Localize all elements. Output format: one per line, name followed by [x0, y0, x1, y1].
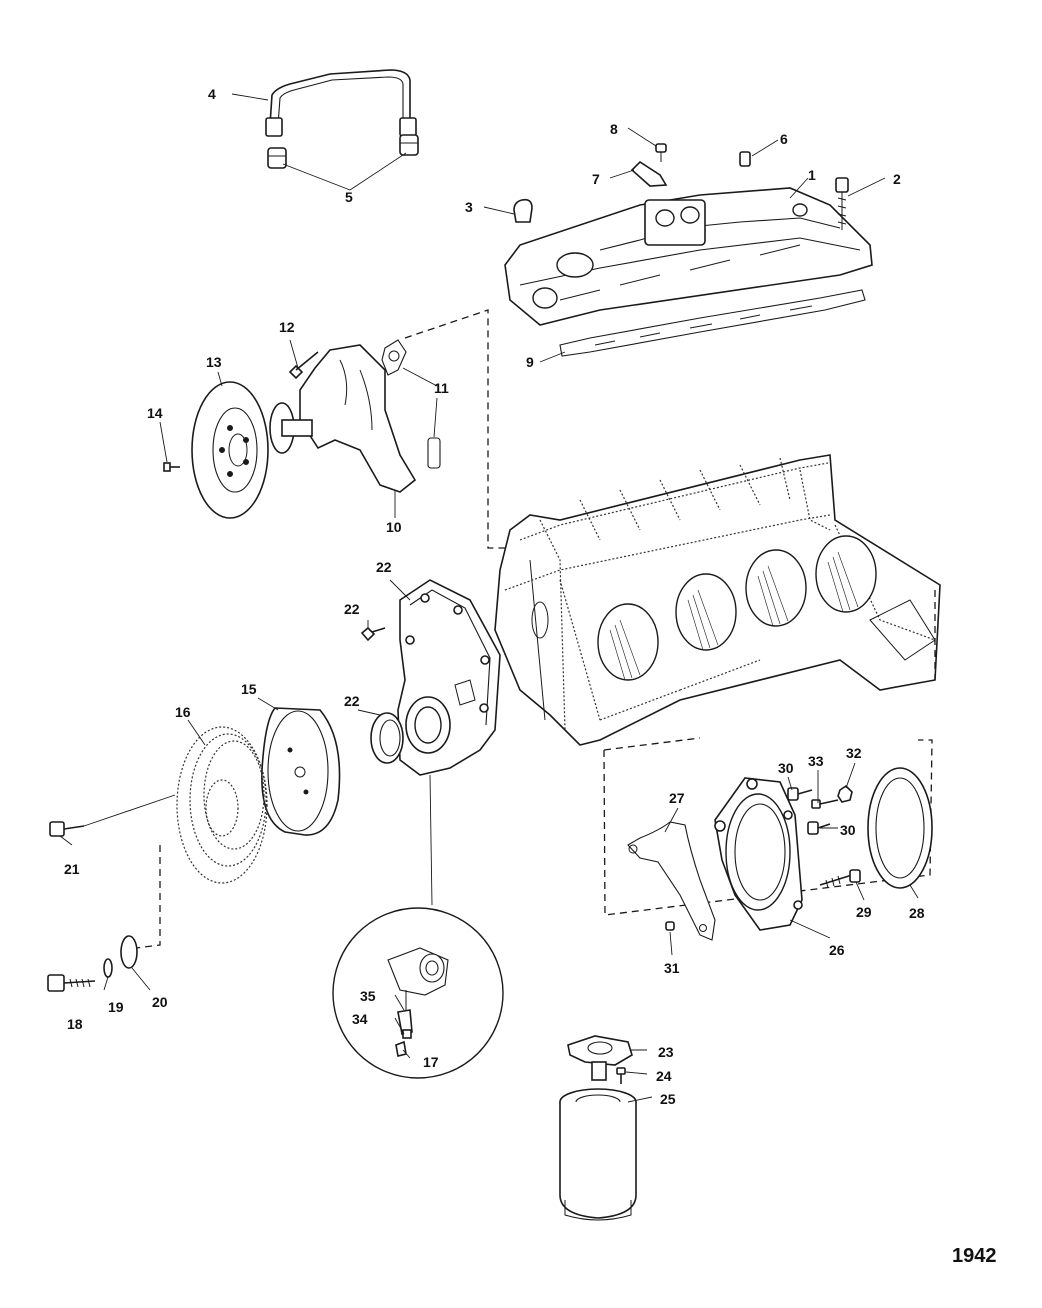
- callout-23: 23: [658, 1044, 674, 1060]
- assembly-box-rear: [603, 737, 933, 916]
- callout-5: 5: [345, 189, 353, 205]
- bolt-part-14: [163, 462, 180, 472]
- bolt-part-2: [835, 177, 849, 230]
- assembly-line-damper: [135, 845, 161, 949]
- callout-33: 33: [808, 753, 824, 769]
- bolt-part-21: [49, 794, 176, 837]
- plug-part-3: [513, 198, 533, 223]
- fitting-part-5-left: [267, 147, 287, 169]
- callout-3: 3: [465, 199, 473, 215]
- screw-part-24: [616, 1067, 626, 1084]
- callout-17: 17: [423, 1054, 439, 1070]
- stud-part-6: [739, 151, 751, 167]
- bolt-part-33: [811, 799, 839, 809]
- callout-9: 9: [526, 354, 534, 370]
- callout-2: 2: [893, 171, 901, 187]
- bolt-part-29: [819, 869, 861, 889]
- assembly-line-pump: [404, 309, 505, 549]
- bracket-part-7: [630, 160, 668, 187]
- callout-18: 18: [67, 1016, 83, 1032]
- adapter-part-23: [567, 1035, 633, 1081]
- callout-35: 35: [360, 988, 376, 1004]
- callout-26: 26: [829, 942, 845, 958]
- engine-block: [494, 454, 941, 746]
- balancer-part-15: [261, 707, 341, 836]
- washer-part-20: [120, 935, 138, 969]
- callout-27: 27: [669, 790, 685, 806]
- water-pump-part-10: [269, 344, 417, 493]
- callout-1: 1: [808, 167, 816, 183]
- callout-8: 8: [610, 121, 618, 137]
- callout-21: 21: [64, 861, 80, 877]
- figure-number: 1942: [952, 1245, 997, 1267]
- intake-manifold-part-1: [504, 187, 873, 326]
- gasket-part-27: [627, 821, 716, 941]
- callout-30-lower: 30: [840, 822, 856, 838]
- callout-7: 7: [592, 171, 600, 187]
- callout-12: 12: [279, 319, 295, 335]
- callout-16: 16: [175, 704, 191, 720]
- pulley-part-13: [191, 381, 269, 519]
- timing-cover-part-22: [397, 579, 501, 776]
- tube-assembly-part-4: [265, 69, 417, 137]
- callout-31: 31: [664, 960, 680, 976]
- callout-24: 24: [656, 1068, 672, 1084]
- pulley-part-16: [176, 726, 268, 884]
- callout-13: 13: [206, 354, 222, 370]
- callout-6: 6: [780, 131, 788, 147]
- bolt-part-30-upper: [787, 787, 813, 801]
- callout-4: 4: [208, 86, 216, 102]
- seal-housing-part-26: [714, 777, 803, 931]
- bolt-part-30-lower: [807, 821, 831, 835]
- callout-15: 15: [241, 681, 257, 697]
- callout-10: 10: [386, 519, 402, 535]
- callout-labels: 1 2 3 4 5 6 7 8 9 10 11 12 13 14 15 16 1…: [64, 86, 925, 1107]
- callout-32: 32: [846, 745, 862, 761]
- seal-part-28: [867, 767, 933, 889]
- callout-30-upper: 30: [778, 760, 794, 776]
- callout-11: 11: [434, 380, 449, 396]
- seal-part-22: [370, 712, 404, 764]
- bolt-part-12: [288, 351, 319, 380]
- washer-part-19: [103, 958, 113, 978]
- oil-filter-part-25: [559, 1088, 637, 1221]
- fitting-part-5-right: [399, 134, 419, 156]
- callout-20: 20: [152, 994, 168, 1010]
- leader-lines: [59, 93, 919, 1103]
- intake-gasket-part-9: [559, 289, 866, 357]
- bolt-part-22: [360, 626, 386, 642]
- gasket-part-11-upper: [381, 339, 407, 376]
- callout-14: 14: [147, 405, 163, 421]
- gasket-part-11-lower: [427, 437, 441, 469]
- callout-19: 19: [108, 999, 124, 1015]
- bolt-part-18: [47, 974, 96, 992]
- callout-22-top: 22: [376, 559, 392, 575]
- callout-25: 25: [660, 1091, 676, 1107]
- screw-part-8: [655, 143, 667, 162]
- detail-circle: [332, 907, 504, 1079]
- callout-28: 28: [909, 905, 925, 921]
- pin-part-31: [665, 921, 675, 931]
- callout-22-bolt: 22: [344, 601, 360, 617]
- callout-29: 29: [856, 904, 872, 920]
- callout-34: 34: [352, 1011, 368, 1027]
- callout-22-seal: 22: [344, 693, 360, 709]
- detail-leader: [429, 774, 433, 906]
- nut-part-32: [837, 784, 853, 803]
